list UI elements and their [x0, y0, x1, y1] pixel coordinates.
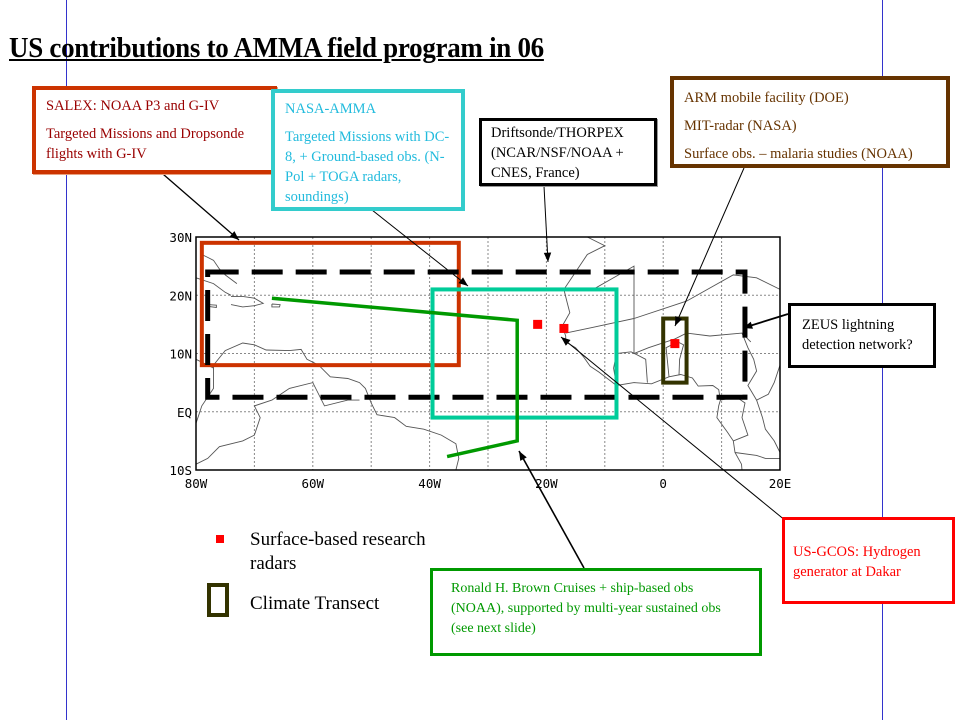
border-south-america — [195, 399, 273, 465]
arm-line-3: Surface obs. – malaria studies (NOAA) — [684, 146, 913, 162]
border-gabon-congo — [720, 397, 749, 442]
arm-pointer — [674, 167, 745, 327]
callout-zeus: ZEUS lightning detection network? — [788, 303, 936, 368]
callout-driftsonde: Driftsonde/THORPEX (NCAR/NSF/NOAA + CNES… — [479, 118, 657, 186]
x-tick-label: 60W — [302, 476, 325, 491]
ronald-brown-pointer — [518, 450, 585, 569]
coastline-hispaniola — [230, 295, 265, 308]
map-frame — [195, 236, 781, 471]
radar-marker — [670, 339, 680, 349]
border-mali-niger — [633, 274, 781, 319]
ship-track-group — [271, 296, 519, 459]
axis-ticks: 80W 60W 40W 20W 0 20E 30N 20N 10N EQ 10S — [169, 230, 791, 491]
y-tick-label: EQ — [177, 405, 192, 420]
border-ivory-coast — [613, 351, 648, 386]
border-congo — [756, 399, 781, 453]
coastline-south-america — [195, 342, 460, 471]
legend-transect-label: Climate Transect — [250, 593, 380, 614]
coastline-west-africa — [561, 236, 743, 471]
salex-body: Targeted Missions and Dropsonde flights … — [46, 126, 245, 162]
nasa-region-box — [430, 287, 619, 420]
gcos-text: US-GCOS: Hydrogen generator at Dakar — [793, 544, 921, 580]
x-tick-label: 40W — [418, 476, 441, 491]
guide-line-left — [66, 0, 67, 720]
nasa-pointer — [371, 209, 469, 287]
y-tick-label: 20N — [169, 288, 192, 303]
border-togo-benin — [665, 341, 685, 377]
driftsonde-pointer-head — [543, 252, 552, 262]
y-tick-label: 10N — [169, 347, 192, 362]
driftsonde-region-dashed-box — [205, 269, 748, 400]
nasa-pointer-head — [458, 277, 468, 286]
x-tick-label: 80W — [185, 476, 208, 491]
border-cameroon-chad — [741, 332, 781, 401]
coastline-puerto-rico — [271, 303, 281, 308]
border-guianas — [271, 382, 360, 407]
callout-ronald-brown: Ronald H. Brown Cruises + ship-based obs… — [430, 568, 762, 656]
coastline-bahamas — [201, 254, 238, 284]
gcos-pointer-head — [561, 337, 571, 346]
callout-nasa-amma: NASA-AMMA Targeted Missions with DC-8, +… — [271, 89, 465, 211]
driftsonde-pointer — [543, 185, 549, 263]
y-tick-label: 30N — [169, 230, 192, 245]
salex-region-box — [199, 240, 461, 368]
legend-radar-icon — [216, 535, 224, 543]
arm-pointer-head — [675, 316, 683, 326]
zeus-pointer-head — [743, 321, 753, 329]
border-angola — [734, 452, 780, 459]
salex-heading: SALEX: NOAA P3 and G-IV — [46, 98, 220, 114]
nasa-body: Targeted Missions with DC-8, + Ground-ba… — [285, 129, 450, 205]
climate-transect-box — [661, 316, 689, 385]
legend-radar-label: Surface-based research radars — [250, 529, 426, 574]
border-sahel — [633, 318, 752, 355]
border-mauritania — [563, 265, 635, 334]
slide-title: US contributions to AMMA field program i… — [9, 32, 544, 64]
zeus-text: ZEUS lightning detection network? — [802, 317, 913, 353]
driftsonde-text: Driftsonde/THORPEX (NCAR/NSF/NOAA + CNES… — [491, 125, 624, 181]
map-regions — [199, 240, 748, 420]
ship-track — [271, 296, 519, 459]
x-tick-label: 20E — [769, 476, 792, 491]
radar-marker — [533, 319, 543, 329]
coastline-cuba — [195, 277, 232, 296]
pointer-arrows — [155, 167, 789, 569]
x-tick-label: 0 — [659, 476, 667, 491]
arm-line-1: ARM mobile facility (DOE) — [684, 90, 849, 106]
ronald-brown-text: Ronald H. Brown Cruises + ship-based obs… — [451, 581, 721, 636]
salex-pointer-head — [229, 231, 239, 240]
gcos-pointer — [560, 336, 787, 522]
arm-line-2: MIT-radar (NASA) — [684, 118, 797, 134]
callout-salex: SALEX: NOAA P3 and G-IV Targeted Mission… — [32, 86, 277, 174]
radar-markers — [533, 319, 680, 349]
ronald-brown-pointer-head — [519, 451, 527, 461]
x-tick-label: 20W — [535, 476, 558, 491]
nasa-heading: NASA-AMMA — [285, 101, 377, 117]
salex-pointer — [155, 167, 240, 241]
radar-marker — [559, 323, 569, 333]
y-tick-label: 10S — [169, 463, 192, 478]
legend-transect-icon — [207, 583, 229, 617]
callout-arm: ARM mobile facility (DOE) MIT-radar (NAS… — [670, 76, 950, 168]
callout-us-gcos: US-GCOS: Hydrogen generator at Dakar — [782, 517, 955, 604]
